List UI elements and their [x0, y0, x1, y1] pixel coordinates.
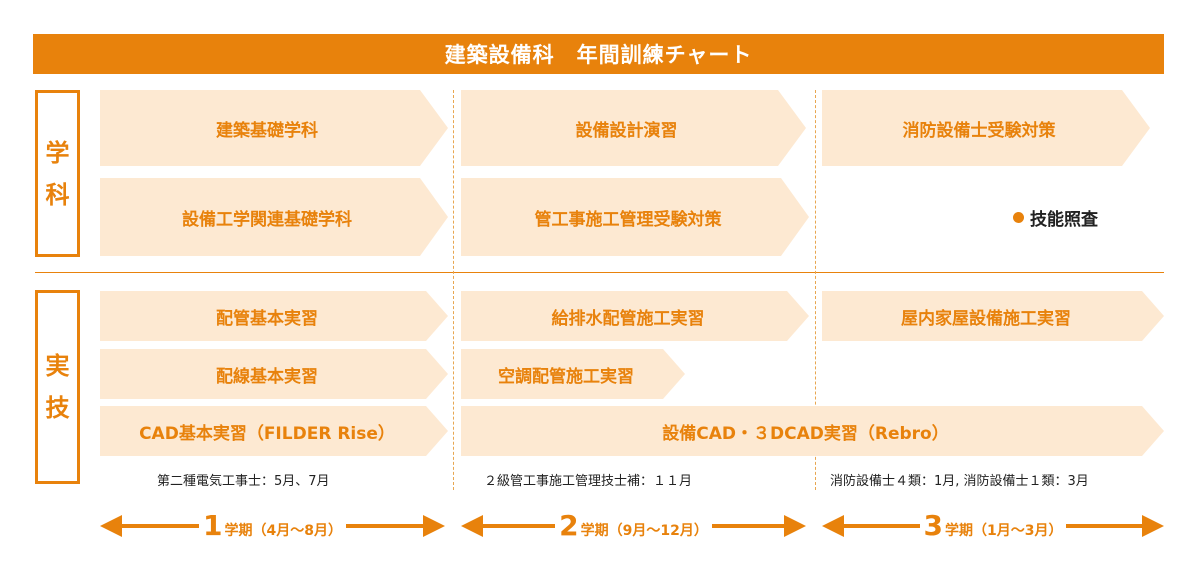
- term-number: 3: [923, 509, 943, 542]
- course-block: 消防設備士受験対策: [822, 90, 1150, 166]
- arrow-right-icon: [784, 515, 806, 537]
- arrow-shaft: [1066, 524, 1142, 528]
- arrow-shaft: [345, 524, 423, 528]
- term-label: 1 学期（4月～8月）: [199, 512, 346, 540]
- term-arrow-3: 3 学期（1月～3月）: [822, 512, 1164, 540]
- section-label-char: 技: [45, 394, 70, 422]
- term-arrow-2: 2 学期（9月～12月）: [461, 512, 806, 540]
- course-block: CAD基本実習（FILDER Rise）: [100, 406, 448, 456]
- section-label-char: 実: [45, 352, 70, 380]
- arrow-shaft: [844, 524, 920, 528]
- arrow-shaft: [122, 524, 200, 528]
- exam-note: 消防設備士４類：1月, 消防設備士１類：3月: [830, 474, 1089, 489]
- arrow-left-icon: [822, 515, 844, 537]
- course-block: 管工事施工管理受験対策: [461, 178, 809, 256]
- section-label-char: 学: [45, 138, 70, 167]
- course-block: 屋内家屋設備施工実習: [822, 291, 1164, 341]
- section-label-practical: 実 技: [35, 290, 80, 484]
- arrow-shaft: [483, 524, 556, 528]
- term-number: 1: [203, 509, 223, 542]
- skill-check-note: 技能照査: [1013, 205, 1098, 230]
- section-label-academic: 学 科: [35, 90, 80, 257]
- term-arrow-1: 1 学期（4月～8月）: [100, 512, 445, 540]
- bullet-icon: [1013, 212, 1024, 223]
- course-block: 設備設計演習: [461, 90, 806, 166]
- term-text: 学期（4月～8月）: [224, 523, 342, 539]
- course-block: 配管基本実習: [100, 291, 448, 341]
- term-divider: [815, 90, 816, 490]
- term-label: 3 学期（1月～3月）: [920, 512, 1067, 540]
- course-block: 配線基本実習: [100, 349, 448, 399]
- course-block: 給排水配管施工実習: [461, 291, 809, 341]
- course-block: 設備CAD・３DCAD実習（Rebro）: [461, 406, 1164, 456]
- term-text: 学期（9月～12月）: [580, 523, 708, 539]
- chart-title: 建築設備科 年間訓練チャート: [33, 34, 1164, 74]
- arrow-left-icon: [100, 515, 122, 537]
- course-block: 設備工学関連基礎学科: [100, 178, 448, 256]
- section-divider: [35, 272, 1164, 273]
- exam-note: ２級管工事施工管理技士補：１１月: [484, 474, 693, 489]
- arrow-right-icon: [423, 515, 445, 537]
- section-label-char: 科: [45, 180, 70, 209]
- exam-note: 第二種電気工事士：5月、7月: [157, 474, 330, 489]
- term-text: 学期（1月～3月）: [945, 523, 1063, 539]
- term-number: 2: [559, 509, 579, 542]
- arrow-right-icon: [1142, 515, 1164, 537]
- course-block: 空調配管施工実習: [461, 349, 685, 399]
- term-label: 2 学期（9月～12月）: [555, 512, 712, 540]
- arrow-shaft: [711, 524, 784, 528]
- term-divider: [453, 90, 454, 490]
- skill-check-label: 技能照査: [1030, 210, 1098, 230]
- course-block: 建築基礎学科: [100, 90, 448, 166]
- arrow-left-icon: [461, 515, 483, 537]
